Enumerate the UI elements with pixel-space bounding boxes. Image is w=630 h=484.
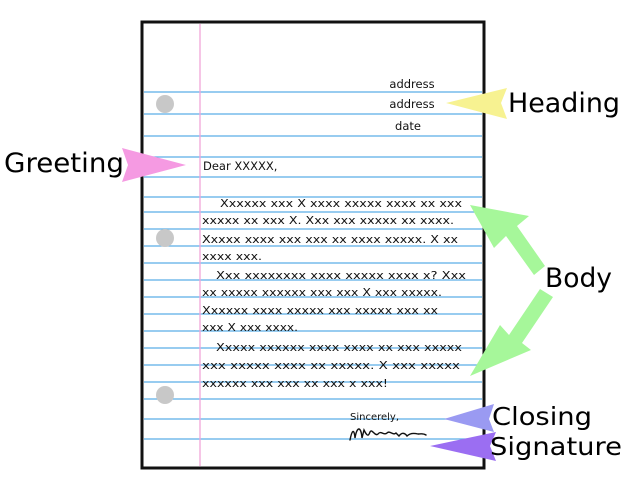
heading-line: address — [389, 77, 434, 91]
body-line: Xxxxxx xxx X xxxx xxxxx xxxx xx xxx — [220, 198, 462, 210]
letter-content: address address date Dear XXXXX, Xxxxxx … — [202, 77, 466, 441]
closing-arrow — [444, 404, 494, 432]
label-signature: Signature — [490, 432, 622, 461]
body-line: xxxxx xx xxx X. Xxx xxx xxxxx xx xxxx. — [202, 215, 454, 227]
heading-line: date — [395, 119, 421, 133]
body-line: Xxxxx xxxx xxx xxx xx xxxx xxxxx. X xx — [202, 234, 458, 246]
body-line: xxx xxxxx xxxx xx xxxxx. X xxx xxxxx — [202, 360, 460, 372]
paper-sheet — [140, 20, 486, 470]
body-line: Xxxxxx xxxx xxxxx xxx xxxxx xxx xx — [202, 305, 438, 317]
binder-hole — [156, 95, 174, 113]
body-line: xxx X xxx xxxx. — [202, 322, 298, 334]
body-arrow-lower — [470, 289, 553, 376]
body-line: xxxx xxx. — [202, 251, 262, 263]
body-line: Xxxxx xxxxxx xxxx xxxx xx xxx xxxxx — [216, 342, 462, 354]
body-line: Xxx xxxxxxxx xxxx xxxxx xxxx x? Xxx — [216, 270, 466, 282]
closing-text: Sincerely, — [350, 412, 399, 423]
signature-arrow — [430, 432, 496, 461]
signature-scribble — [349, 427, 427, 441]
notebook-paper — [140, 20, 486, 470]
label-heading: Heading — [508, 88, 620, 119]
heading-arrow — [446, 88, 507, 119]
body-line: xxxxxx xxx xxx xx xxx x xxx! — [202, 378, 388, 390]
binder-hole — [156, 229, 174, 247]
label-body: Body — [545, 263, 612, 294]
side-labels: Heading Greeting Body Closing Signature — [4, 88, 622, 461]
heading-line: address — [389, 97, 434, 111]
label-closing: Closing — [492, 402, 592, 431]
body-line: xx xxxxx xxxxxx xxx xxx X xxx xxxxx. — [202, 287, 442, 299]
greeting-text: Dear XXXXX, — [203, 159, 277, 173]
greeting-arrow — [122, 148, 186, 182]
binder-hole — [156, 386, 174, 404]
label-greeting: Greeting — [4, 148, 124, 179]
body-arrow-upper — [470, 205, 545, 275]
arrows — [122, 88, 553, 461]
